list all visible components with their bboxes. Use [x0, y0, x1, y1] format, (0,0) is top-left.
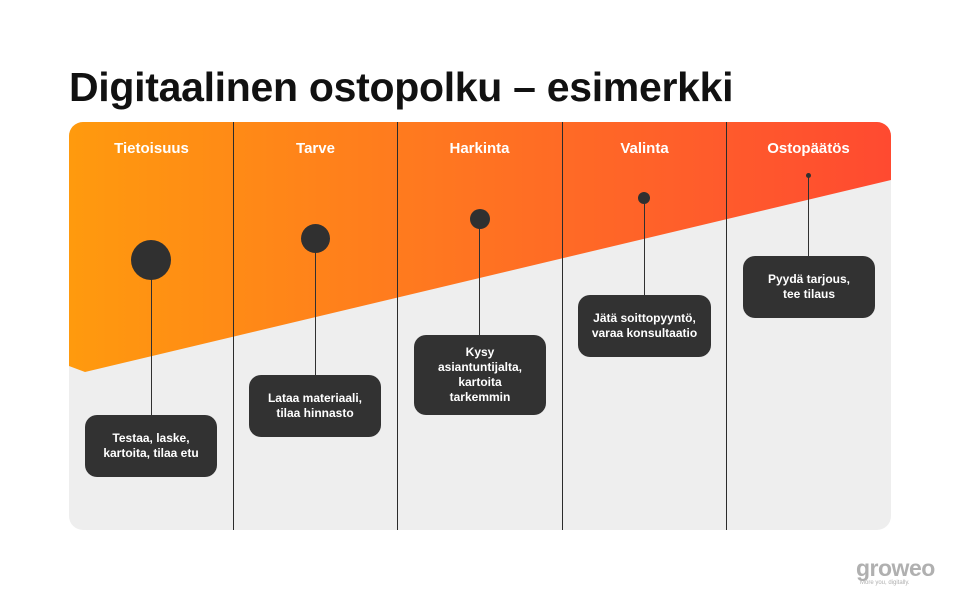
stage-label-tietoisuus: Tietoisuus	[114, 140, 189, 157]
stage-action-card: Kysy asiantuntijalta, kartoita tarkemmin	[414, 335, 546, 415]
stage-action-card: Testaa, laske, kartoita, tilaa etu	[85, 415, 217, 477]
page-title: Digitaalinen ostopolku – esimerkki	[69, 64, 734, 110]
stage-label-ostopaatos: Ostopäätös	[767, 140, 850, 157]
stage-divider	[562, 122, 563, 530]
stage-marker-dot	[470, 209, 490, 229]
stage-connector-line	[151, 260, 152, 416]
stage-divider	[726, 122, 727, 530]
stage-connector-line	[644, 198, 645, 296]
stage-marker-dot	[806, 173, 811, 178]
stage-connector-line	[315, 238, 316, 376]
stage-divider	[233, 122, 234, 530]
stage-label-tarve: Tarve	[296, 140, 335, 157]
stage-divider	[397, 122, 398, 530]
groweo-logo: groweo More you, digitally.	[856, 557, 946, 587]
logo-tagline: More you, digitally.	[860, 580, 910, 586]
logo-wordmark: groweo	[856, 555, 935, 581]
purchase-journey-diagram: Tietoisuus Testaa, laske, kartoita, tila…	[69, 122, 891, 530]
stage-connector-line	[479, 219, 480, 336]
stage-label-valinta: Valinta	[620, 140, 669, 157]
stage-action-card: Pyydä tarjous, tee tilaus	[743, 256, 875, 318]
stage-action-card: Lataa materiaali, tilaa hinnasto	[249, 375, 381, 437]
stage-connector-line	[808, 176, 809, 257]
stage-label-harkinta: Harkinta	[449, 140, 510, 157]
stage-action-card: Jätä soittopyyntö, varaa konsultaatio	[578, 295, 711, 357]
